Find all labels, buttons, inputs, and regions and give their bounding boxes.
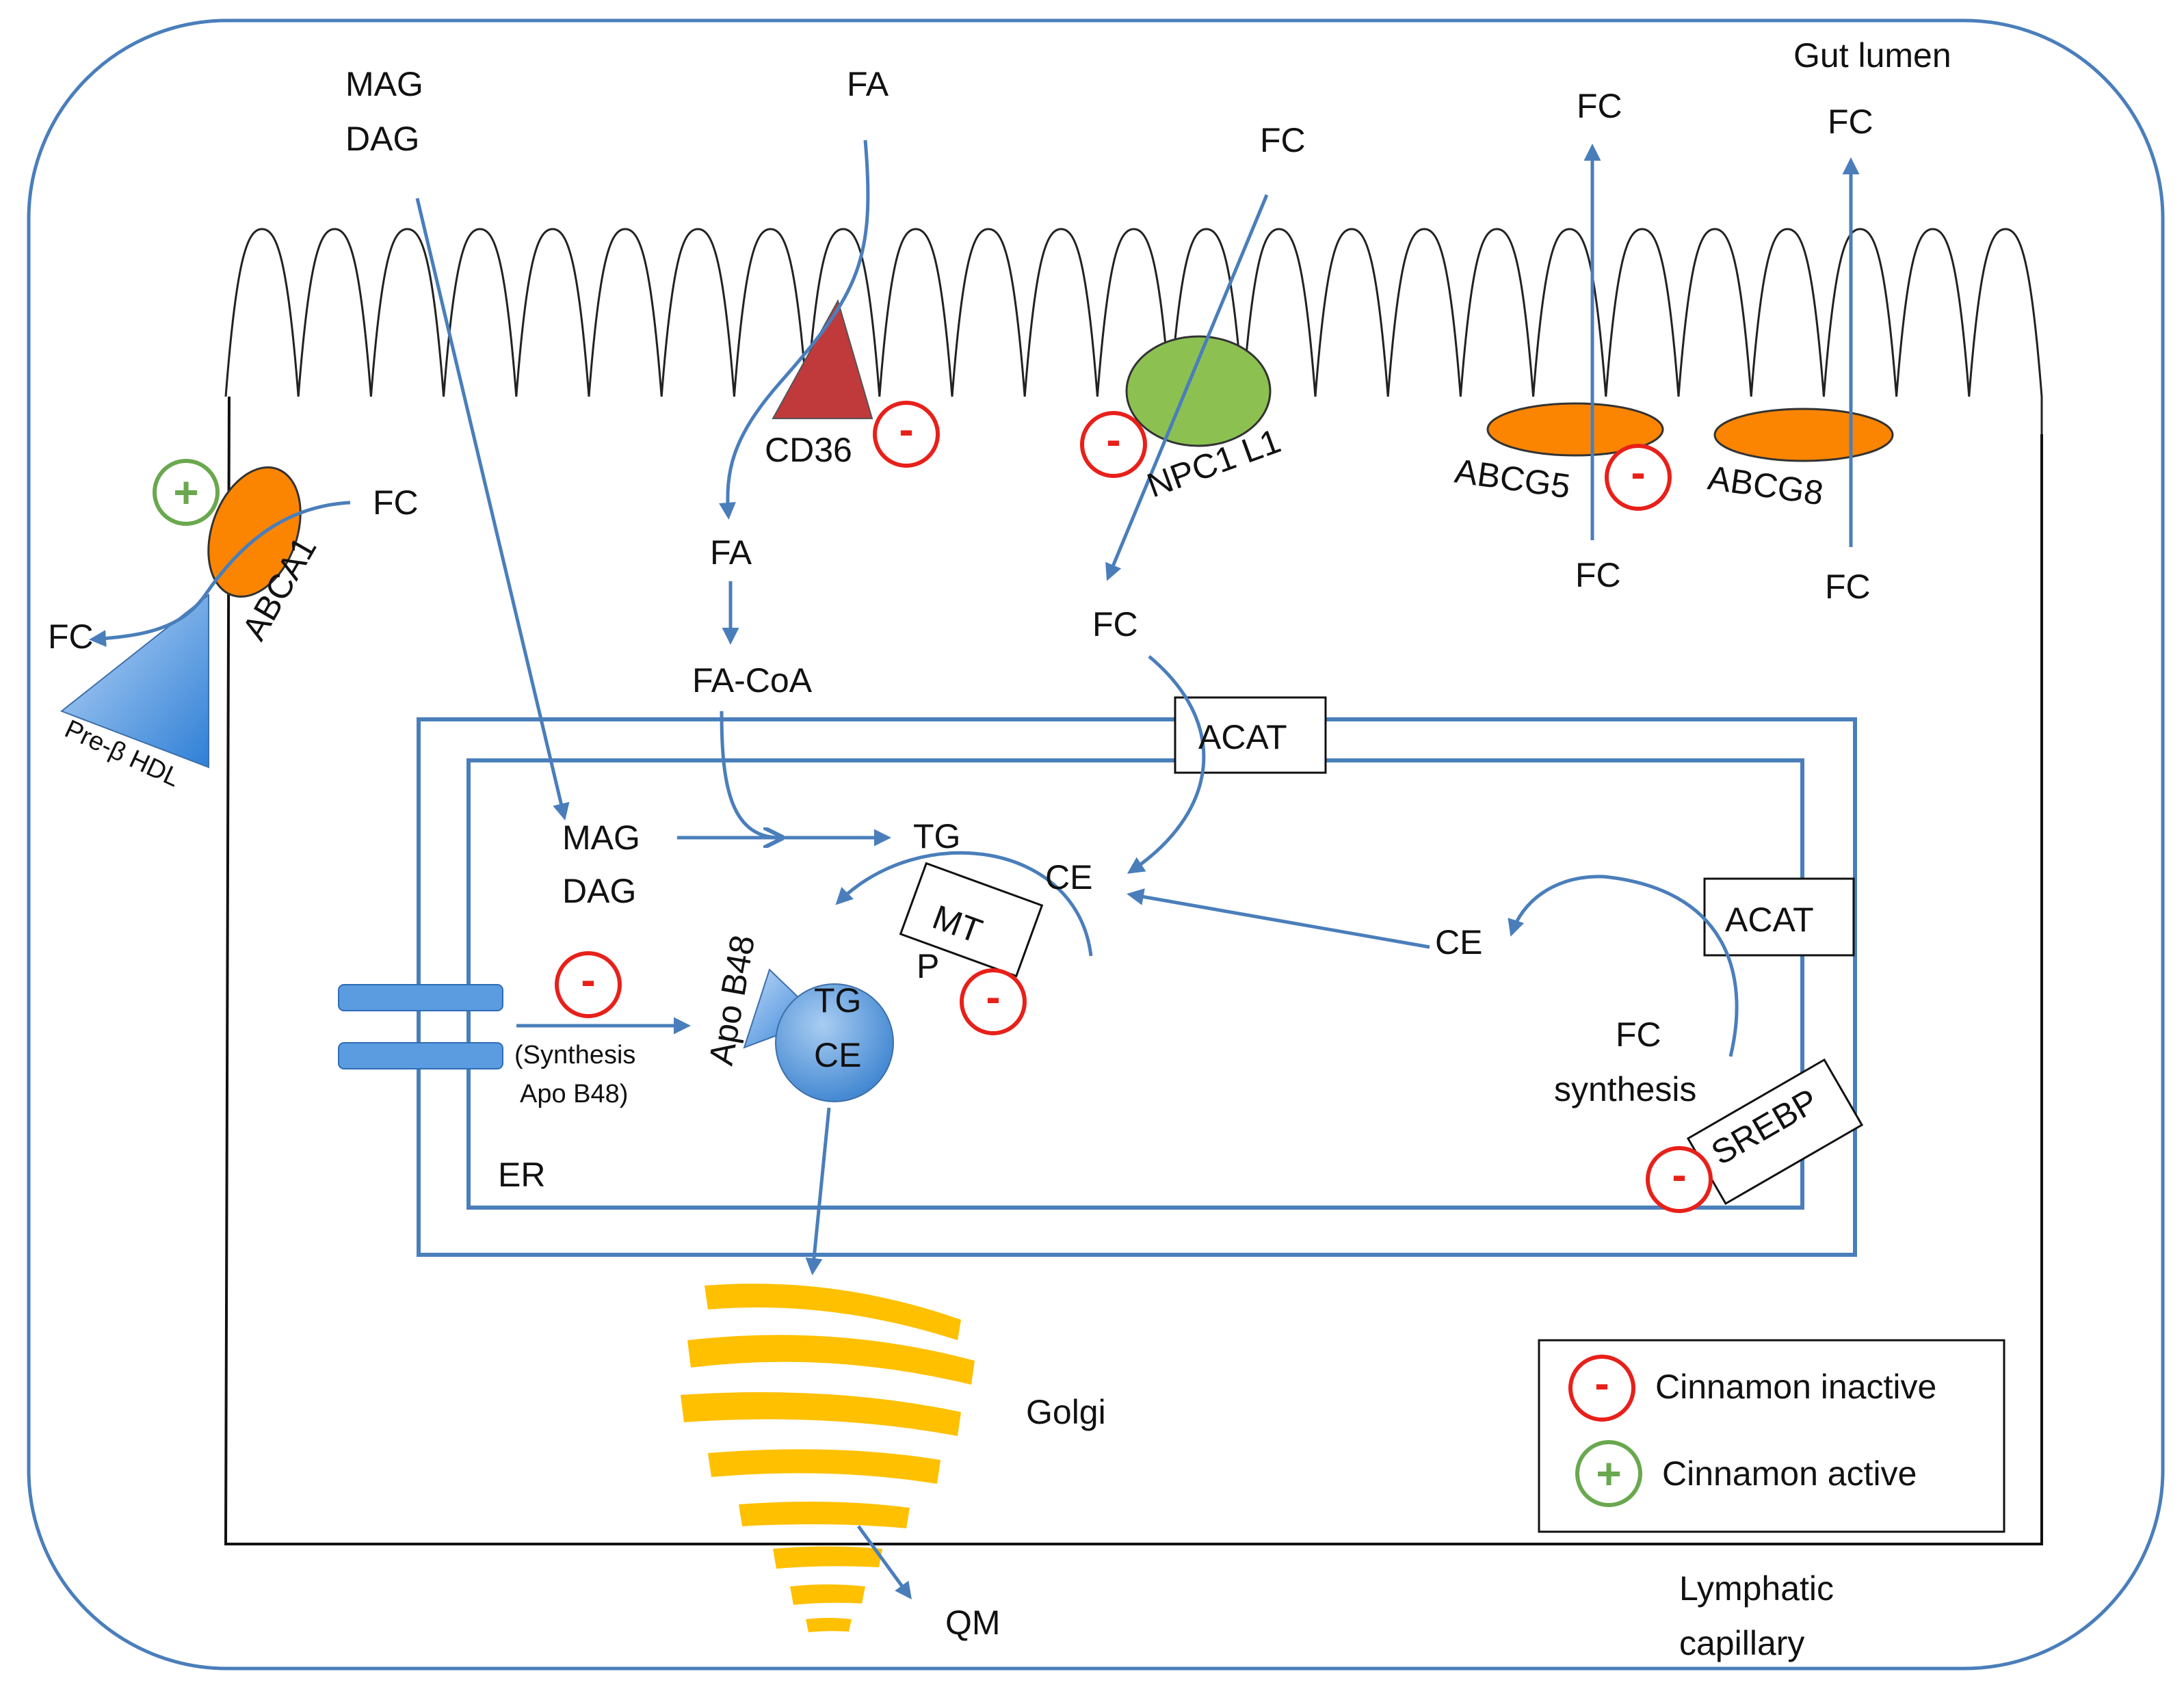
- cell-boundary: [224, 396, 2043, 1545]
- fc-label-lumen: FC: [1260, 121, 1306, 159]
- acat-box-right: [1703, 877, 1855, 957]
- fc-synthesis-label-line1: FC: [1616, 1015, 1661, 1054]
- cd36-inhibit-marker: -: [873, 401, 940, 468]
- srebp-inhibit-marker: -: [1646, 1146, 1713, 1213]
- minus-icon: [1605, 444, 1672, 511]
- er-inner-membrane: [466, 758, 1804, 1210]
- arrow-qm-to-golgi: [805, 1107, 831, 1275]
- svg-text:-: -: [899, 405, 913, 454]
- fc-label-abcg5-top: FC: [1577, 87, 1622, 125]
- apo-synthesis-inhibit-marker: -: [555, 951, 622, 1018]
- synthesis-apo-label-line1: (Synthesis: [514, 1041, 635, 1069]
- outer-frame: [27, 18, 2165, 1671]
- dag-label-top: DAG: [345, 120, 419, 158]
- arrow-abca1-fc: [89, 501, 351, 648]
- mttp-inhibit-marker: -: [960, 968, 1027, 1035]
- qm-label: QM: [945, 1604, 1001, 1642]
- arrow-fc-through-npc1l1: [1105, 194, 1269, 581]
- er-outer-membrane: [417, 717, 1857, 1257]
- abcg5-transporter: [1486, 402, 1664, 457]
- gut-lumen-label: Gut lumen: [1793, 36, 1951, 75]
- mag-label-er: MAG: [562, 819, 640, 857]
- ce-label-center: CE: [1045, 858, 1092, 896]
- acat-label-right: ACAT: [1725, 901, 1814, 939]
- tg-label-er: TG: [913, 817, 960, 855]
- svg-text:-: -: [986, 972, 1000, 1022]
- minus-icon: [1568, 1355, 1635, 1422]
- plus-icon: [1575, 1440, 1642, 1507]
- svg-text:-: -: [1672, 1150, 1686, 1199]
- er-channel-bar-top: [338, 984, 503, 1011]
- abcg8-label: ABCG8: [1705, 458, 1826, 512]
- er-label: ER: [498, 1156, 545, 1194]
- chylomicron-tg-label: TG: [814, 981, 861, 1020]
- arrow-facoa-to-tg: [720, 710, 780, 838]
- svg-text:+: +: [1596, 1449, 1621, 1498]
- pathway-arrows: [89, 139, 1860, 1600]
- er-channel-bar-bottom: [338, 1042, 503, 1069]
- chylomicron-particle: [775, 983, 894, 1102]
- npc1l1-inhibit-marker: -: [1080, 411, 1147, 478]
- fc-synthesis-label-line2: synthesis: [1554, 1070, 1696, 1108]
- chylomicron-ce-label: CE: [814, 1036, 861, 1074]
- golgi-label: Golgi: [1026, 1393, 1106, 1431]
- minus-icon: [555, 951, 622, 1018]
- arrow-fc-synthesis-to-ce: [1508, 875, 1739, 1057]
- arrow-ce-to-apo: [835, 851, 1093, 957]
- svg-text:+: +: [173, 468, 198, 517]
- minus-icon: [960, 968, 1027, 1035]
- arrow-fa-through-cd36: [719, 139, 870, 520]
- fa-label-cell: FA: [710, 533, 752, 572]
- minus-icon: [1646, 1146, 1713, 1213]
- golgi-apparatus: [681, 1284, 975, 1632]
- plus-icon: [153, 459, 220, 526]
- legend-active-label: Cinnamon active: [1662, 1454, 1917, 1493]
- arrow-fc-to-ce: [1127, 655, 1206, 874]
- svg-text:-: -: [581, 955, 595, 1005]
- abcg5-inhibit-marker: -: [1605, 444, 1672, 511]
- npc1l1-transporter: [1125, 335, 1272, 447]
- svg-text:-: -: [1106, 415, 1120, 464]
- fc-label-abcg5-bottom: FC: [1575, 556, 1621, 594]
- fa-coa-label: FA-CoA: [692, 661, 813, 700]
- abcg8-transporter: [1713, 408, 1894, 462]
- abca1-activate-marker: +: [153, 459, 220, 526]
- apo-b48-label: Apo B48: [702, 932, 762, 1068]
- svg-text:-: -: [1594, 1359, 1609, 1408]
- fc-label-hdl: FC: [48, 617, 94, 656]
- ce-label-right: CE: [1435, 923, 1482, 961]
- mttp-box: [899, 862, 1044, 978]
- fc-label-abcg8-bottom: FC: [1825, 568, 1871, 606]
- cd36-label: CD36: [765, 431, 852, 469]
- legend-inactive-label: Cinnamon inactive: [1655, 1368, 1936, 1406]
- acat-label-top: ACAT: [1198, 718, 1287, 756]
- arrow-mag-to-er: [415, 198, 570, 821]
- legend: - Cinnamon inactive + Cinnamon active: [1538, 1339, 2005, 1533]
- synthesis-apo-label-line2: Apo B48): [520, 1080, 628, 1108]
- fc-label-cell: FC: [1092, 605, 1138, 643]
- lymphatic-label-line1: Lymphatic: [1679, 1569, 1834, 1608]
- abca1-transporter: [207, 466, 302, 598]
- pre-beta-hdl-triangle: [60, 593, 209, 769]
- cd36-transporter: [772, 299, 873, 419]
- fc-label-abca1: FC: [373, 483, 419, 522]
- lymphatic-label-line2: capillary: [1679, 1624, 1804, 1662]
- microvilli-membrane: [224, 228, 2043, 434]
- arrow-ce-right-to-ce: [1127, 888, 1430, 949]
- svg-text:-: -: [1631, 448, 1645, 497]
- arrow-golgi-to-qm: [856, 1525, 912, 1600]
- mag-label-top: MAG: [345, 65, 423, 103]
- dag-label-er: DAG: [562, 872, 636, 910]
- minus-icon: [1080, 411, 1147, 478]
- fc-label-abcg8-top: FC: [1828, 103, 1873, 141]
- minus-icon: [873, 401, 940, 468]
- abcg5-label: ABCG5: [1452, 451, 1573, 505]
- fa-label-top: FA: [847, 65, 889, 103]
- mttp-label-line2: P: [917, 947, 939, 985]
